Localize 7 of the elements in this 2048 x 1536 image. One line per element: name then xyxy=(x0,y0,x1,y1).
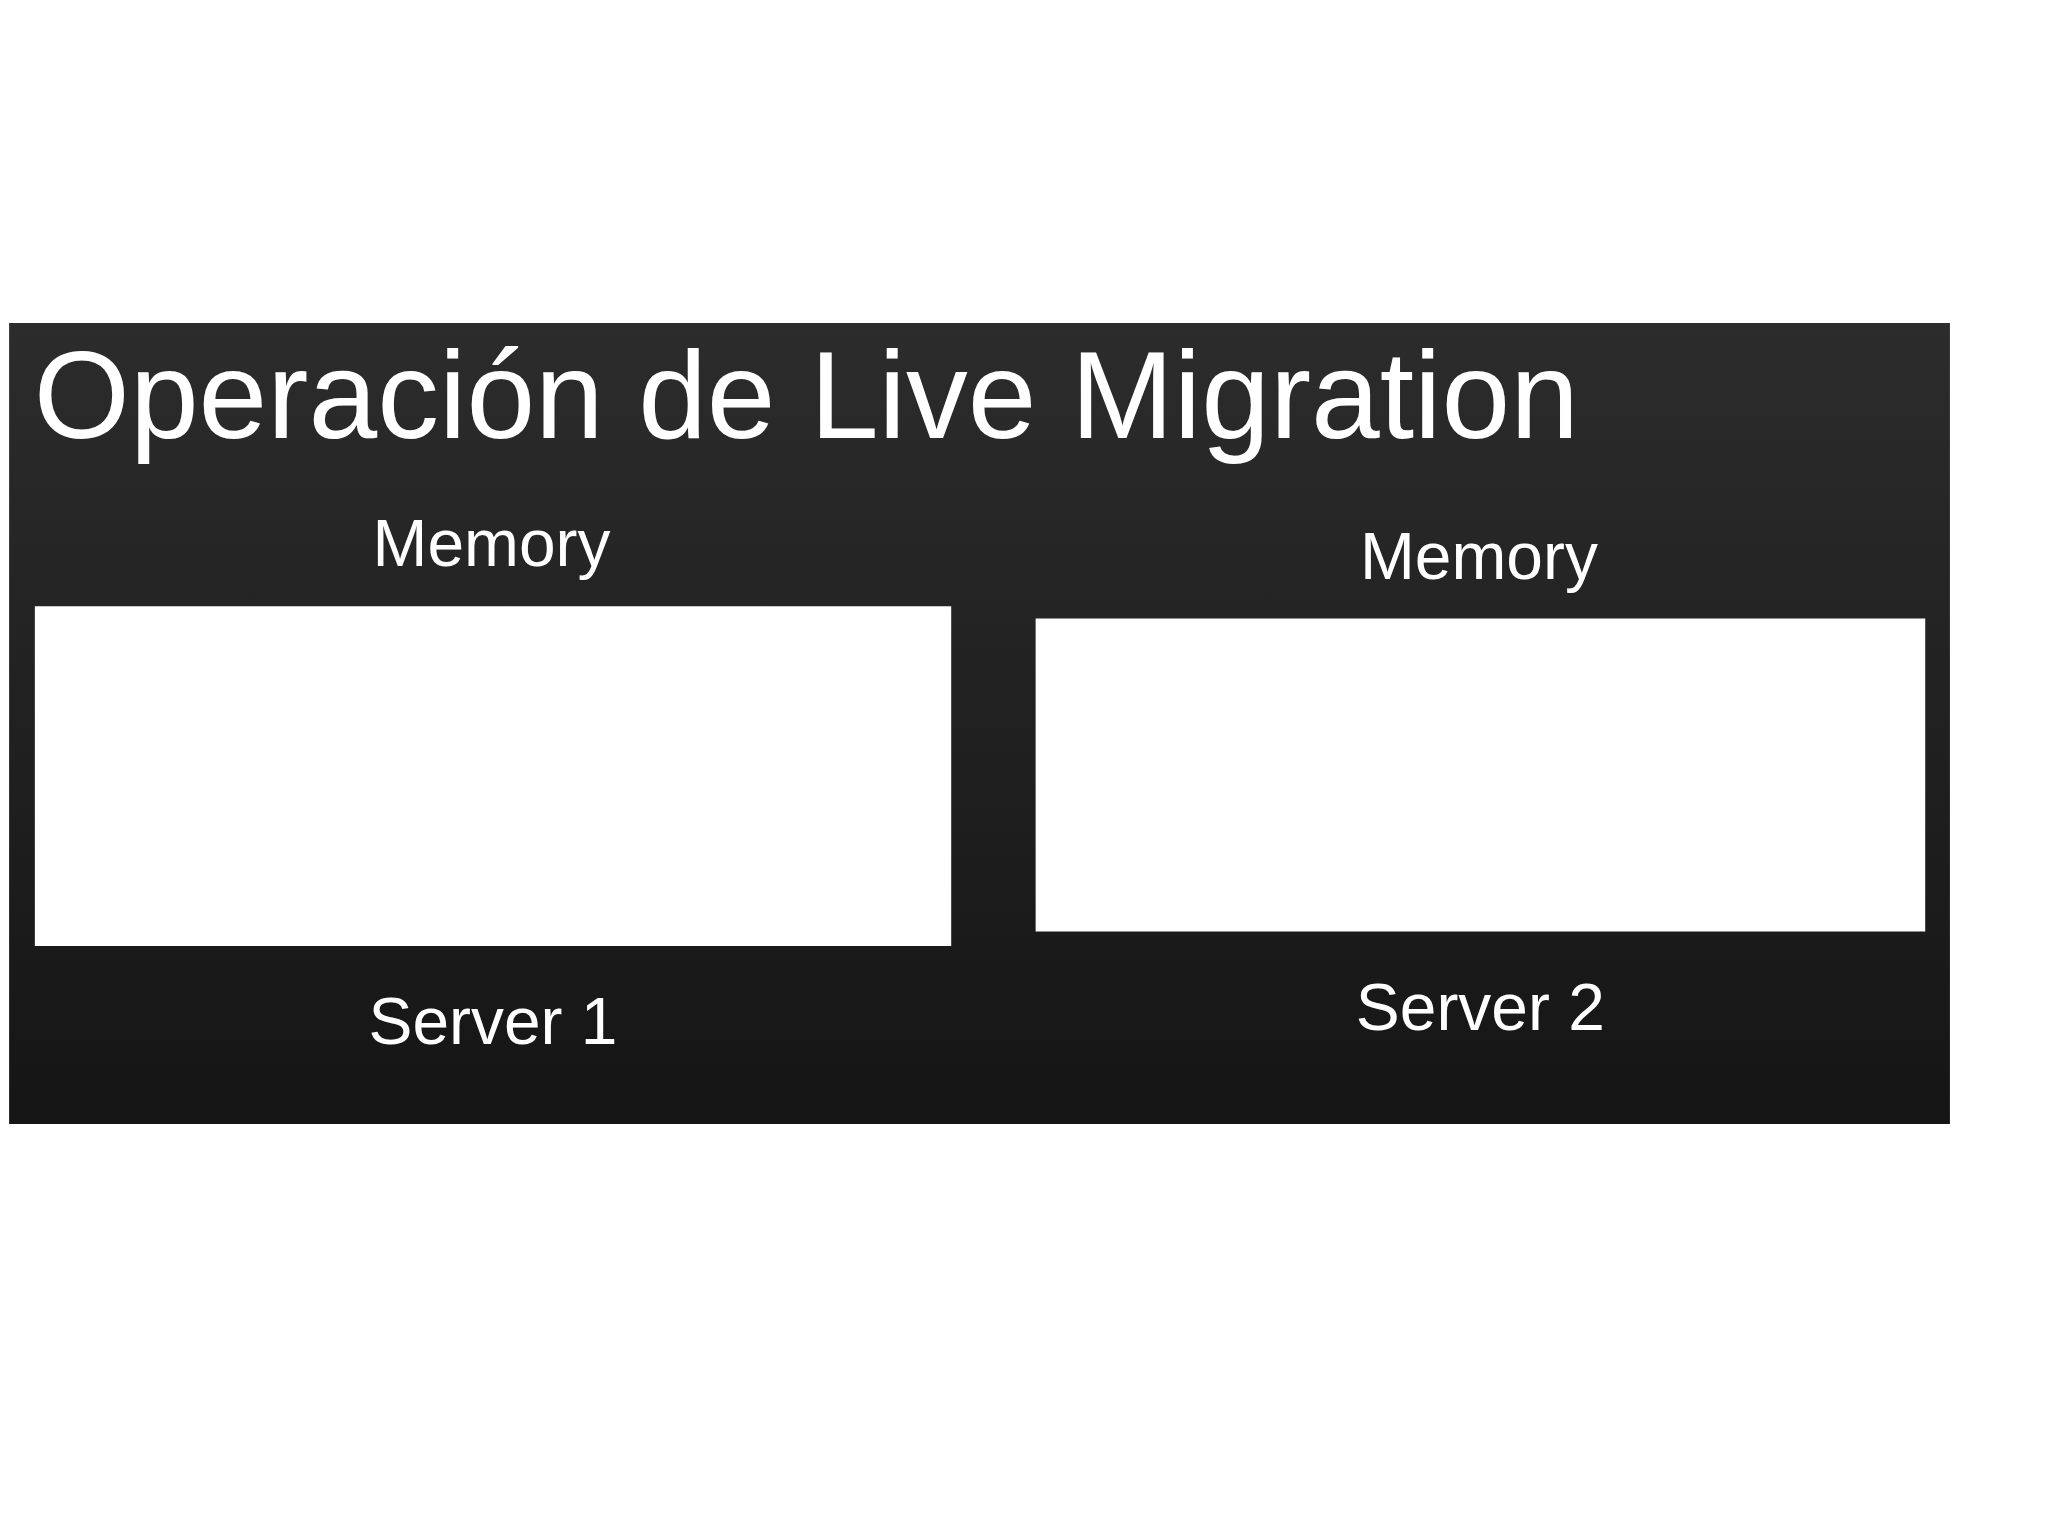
diagram-title: Operación de Live Migration xyxy=(33,326,1580,465)
node-label: Memory xyxy=(372,506,611,581)
node-label: Server 2 xyxy=(1355,969,1605,1044)
node-label: Server 1 xyxy=(368,983,618,1058)
node-box xyxy=(34,606,952,946)
node-label: Memory xyxy=(1359,518,1598,593)
node-box xyxy=(1035,618,1926,932)
